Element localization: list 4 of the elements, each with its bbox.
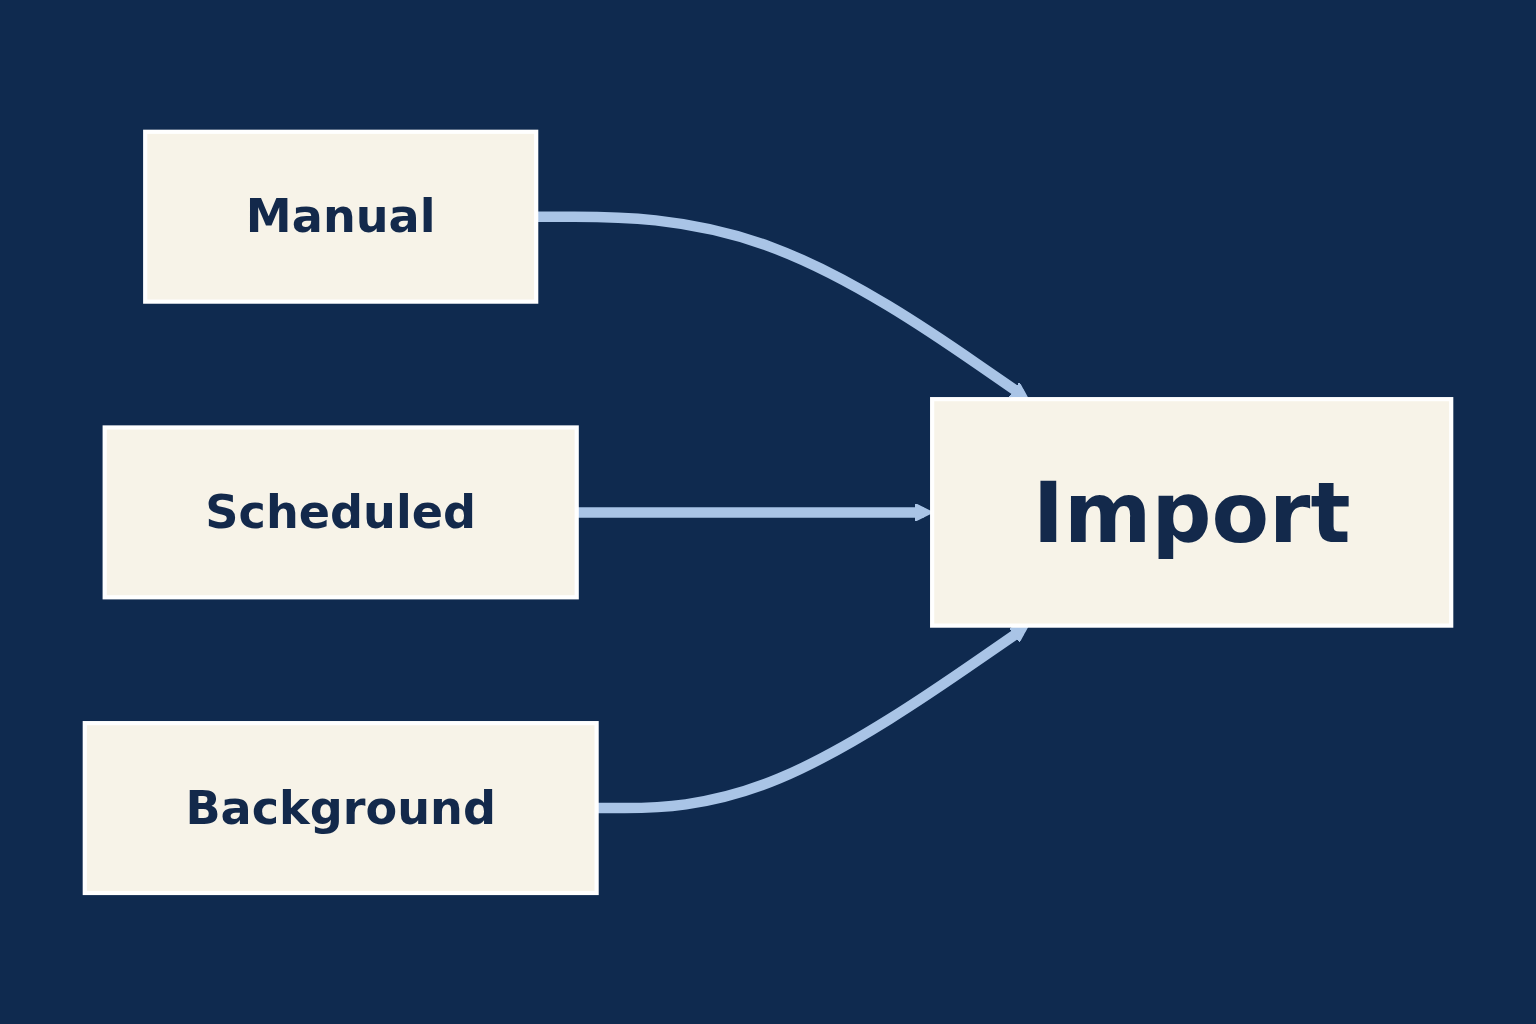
node-box: Background — [82, 720, 599, 895]
node-box: Import — [930, 396, 1454, 628]
node-box: Manual — [143, 129, 539, 304]
node-box: Scheduled — [102, 424, 579, 599]
